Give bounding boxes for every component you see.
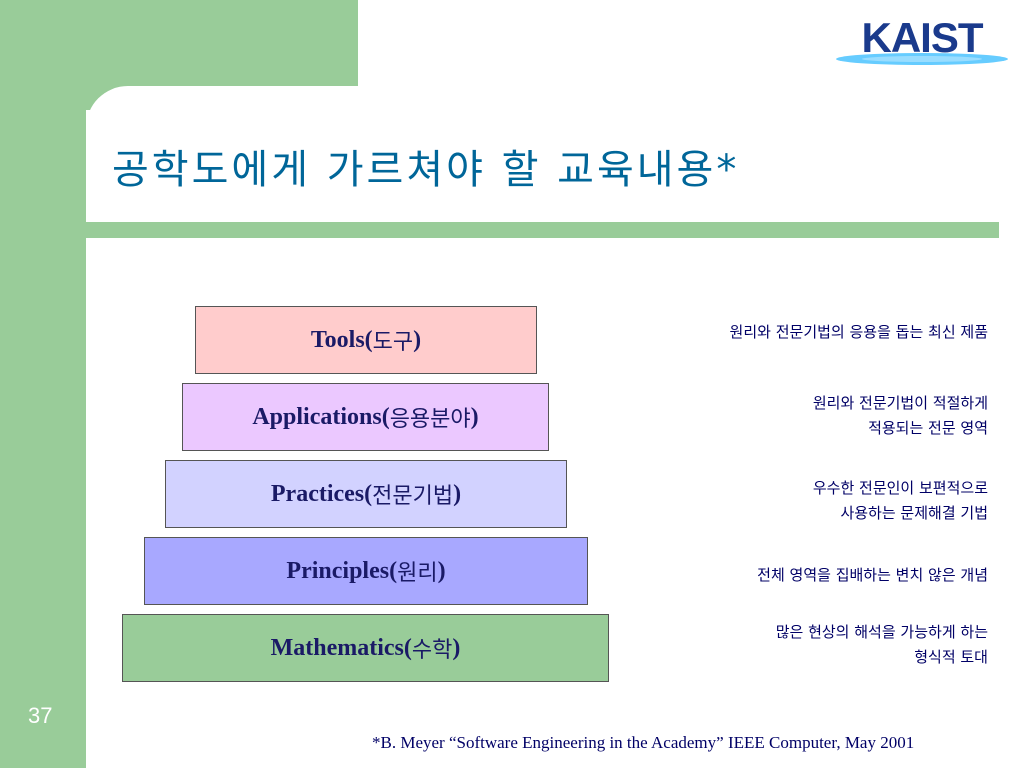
svg-text:KAIST: KAIST bbox=[862, 14, 984, 61]
applications-description: 원리와 전문기법이 적절하게 적용되는 전문 영역 bbox=[813, 391, 988, 441]
description-line: 전체 영역을 집배하는 변치 않은 개념 bbox=[757, 566, 988, 584]
tier-label-ko: 전문기법 bbox=[372, 484, 454, 509]
tier-mathematics: Mathematics(수학) bbox=[122, 614, 609, 682]
tier-practices: Practices(전문기법) bbox=[165, 460, 567, 528]
tier-label-close: ) bbox=[437, 557, 446, 584]
tier-label-ko: 원리 bbox=[397, 561, 438, 586]
mathematics-description: 많은 현상의 해석을 가능하게 하는 형식적 토대 bbox=[776, 620, 988, 670]
tier-label-close: ) bbox=[470, 403, 479, 430]
kaist-logo: KAIST bbox=[836, 14, 1008, 65]
tier-label-en: Tools( bbox=[310, 326, 373, 353]
citation-footnote: *B. Meyer “Software Engineering in the A… bbox=[372, 733, 915, 752]
description-line: 우수한 전문인이 보편적으로 bbox=[812, 479, 988, 497]
tier-principles: Principles(원리) bbox=[144, 537, 588, 605]
tier-label-close: ) bbox=[452, 634, 461, 661]
tier-applications: Applications(응용분야) bbox=[182, 383, 549, 451]
tier-label-close: ) bbox=[413, 326, 422, 353]
tier-label-en: Practices( bbox=[270, 480, 373, 507]
slide-title: 공학도에게 가르쳐야 할 교육내용* bbox=[112, 147, 740, 193]
tier-label-en: Applications( bbox=[252, 403, 390, 430]
description-line: 많은 현상의 해석을 가능하게 하는 bbox=[775, 623, 988, 641]
tools-description: 원리와 전문기법의 응용을 돕는 최신 제품 bbox=[730, 320, 988, 345]
tier-label-ko: 도구 bbox=[372, 330, 414, 355]
left-green-strip bbox=[0, 0, 86, 768]
page-number: 37 bbox=[28, 703, 53, 728]
tier-label-ko: 수학 bbox=[411, 638, 453, 663]
tier-label-close: ) bbox=[453, 480, 462, 507]
principles-description: 전체 영역을 집배하는 변치 않은 개념 bbox=[757, 563, 988, 588]
description-line: 원리와 전문기법의 응용을 돕는 최신 제품 bbox=[729, 323, 988, 341]
practices-description: 우수한 전문인이 보편적으로 사용하는 문제해결 기법 bbox=[813, 476, 988, 526]
tier-label-en: Principles( bbox=[286, 557, 398, 584]
description-line: 사용하는 문제해결 기법 bbox=[840, 504, 988, 522]
description-line: 원리와 전문기법이 적절하게 bbox=[812, 394, 988, 412]
tier-label-en: Mathematics( bbox=[270, 634, 412, 661]
description-line: 적용되는 전문 영역 bbox=[868, 419, 988, 437]
tier-tools: Tools(도구) bbox=[195, 306, 537, 374]
tier-label-ko: 응용분야 bbox=[389, 407, 471, 432]
description-line: 형식적 토대 bbox=[914, 648, 988, 666]
title-underline-bar bbox=[86, 222, 999, 238]
